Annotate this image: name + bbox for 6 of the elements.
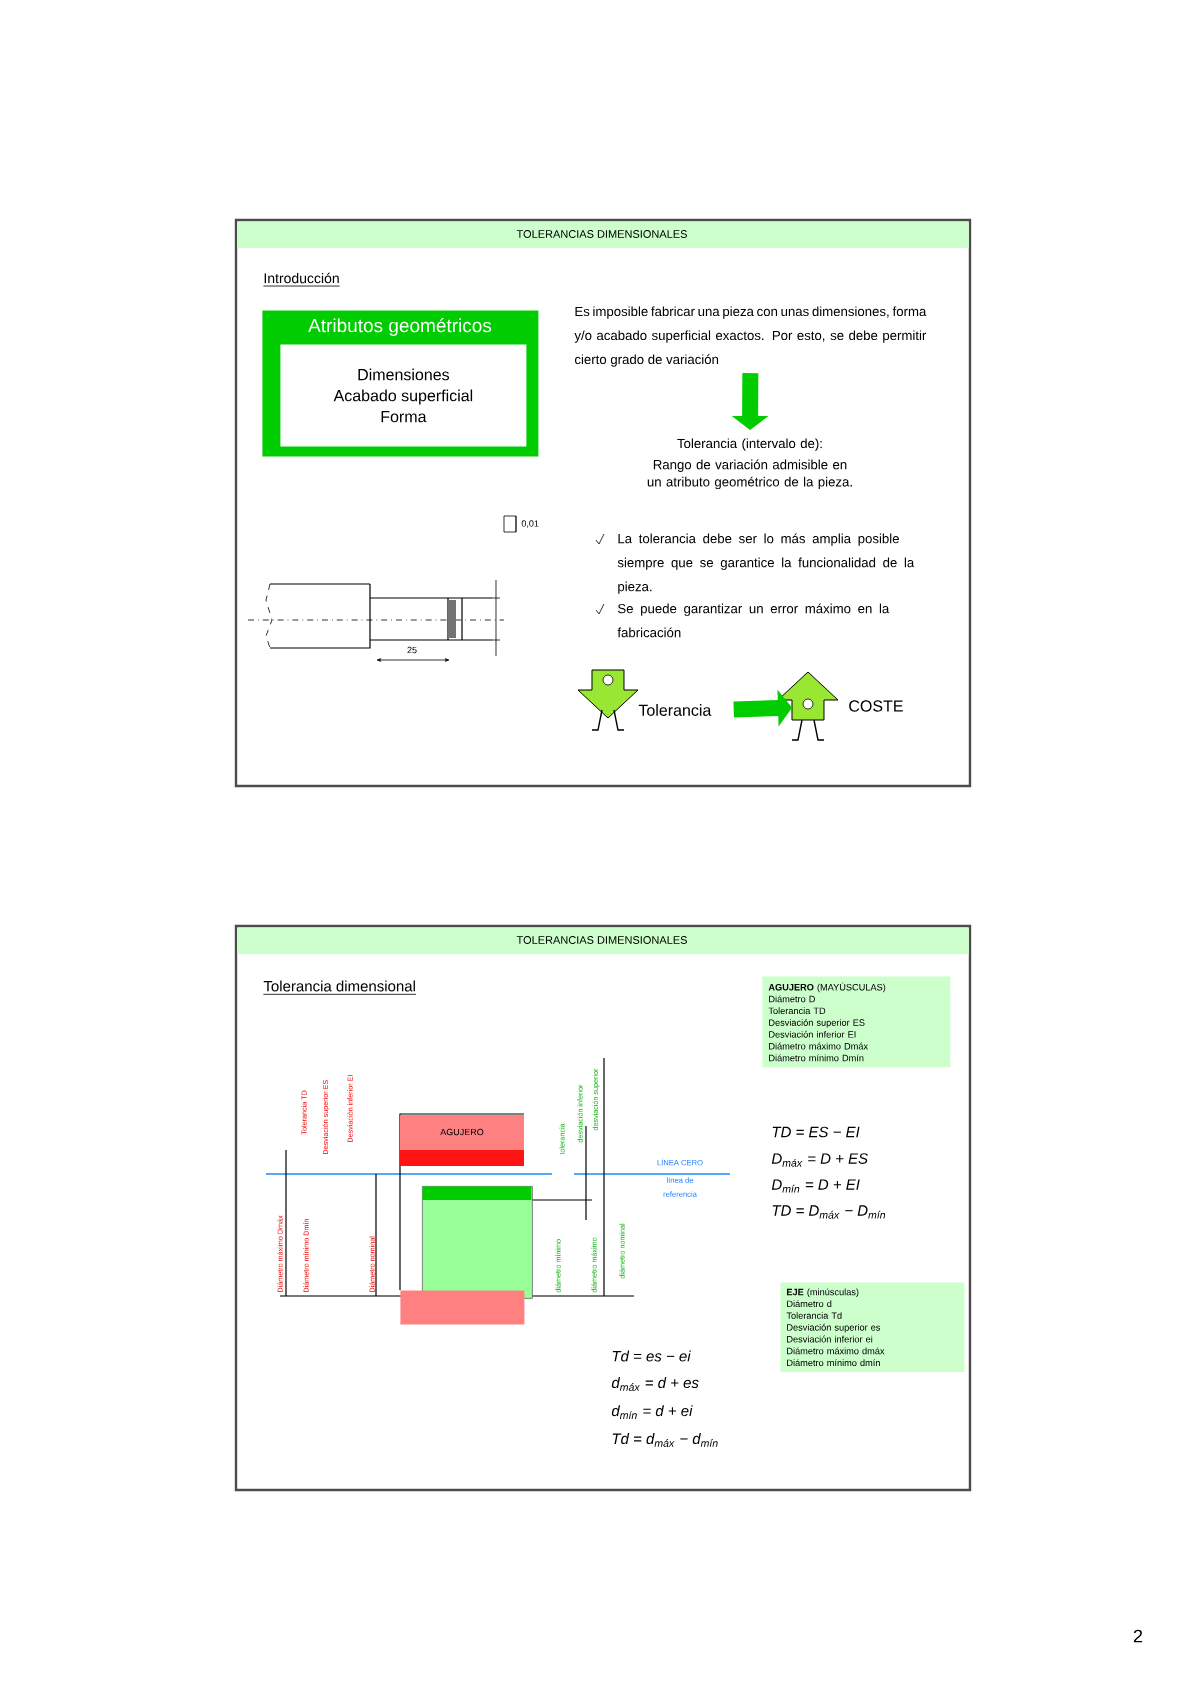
page-number: 2: [1133, 1629, 1143, 1643]
cost-label: COSTE: [849, 700, 903, 712]
attribute-list: Dimensiones Acabado superficial Forma: [280, 344, 527, 447]
shaft-tolerance-zone: [422, 1186, 533, 1299]
tolerance-label: Tolerancia: [638, 704, 712, 716]
tolerance-zone: [400, 1290, 525, 1325]
